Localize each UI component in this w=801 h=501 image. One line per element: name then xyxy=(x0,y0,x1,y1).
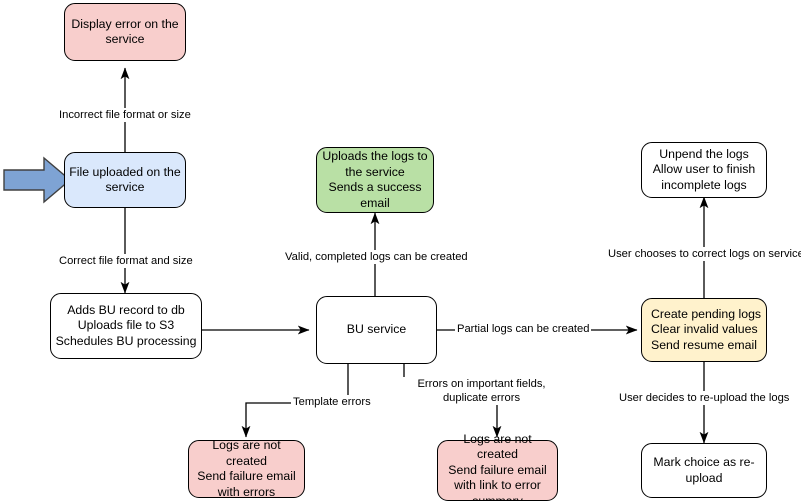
edge-label-user-corrects: User chooses to correct logs on service xyxy=(606,247,801,261)
edge-label-important-field-errors: Errors on important fields, duplicate er… xyxy=(392,377,571,405)
node-bu-service-label: BU service xyxy=(346,322,407,337)
edge-label-valid-completed: Valid, completed logs can be created xyxy=(283,250,470,264)
edge-label-correct-format: Correct file format and size xyxy=(57,254,195,268)
edge-label-important-field-errors-line2: duplicate errors xyxy=(442,392,521,404)
node-mark-choice[interactable]: Mark choice as re-upload xyxy=(641,443,767,498)
entry-arrow xyxy=(3,156,72,204)
edge-label-user-reuploads: User decides to re-upload the logs xyxy=(617,391,792,405)
node-bu-service[interactable]: BU service xyxy=(316,296,437,364)
edge-label-important-field-errors-line1: Errors on important fields, xyxy=(417,378,546,390)
node-mark-choice-label: Mark choice as re-upload xyxy=(653,455,755,485)
edge-label-incorrect-format: Incorrect file format or size xyxy=(57,108,193,122)
edge-label-partial-logs: Partial logs can be created xyxy=(455,322,592,336)
edge-label-template-errors: Template errors xyxy=(291,395,373,409)
